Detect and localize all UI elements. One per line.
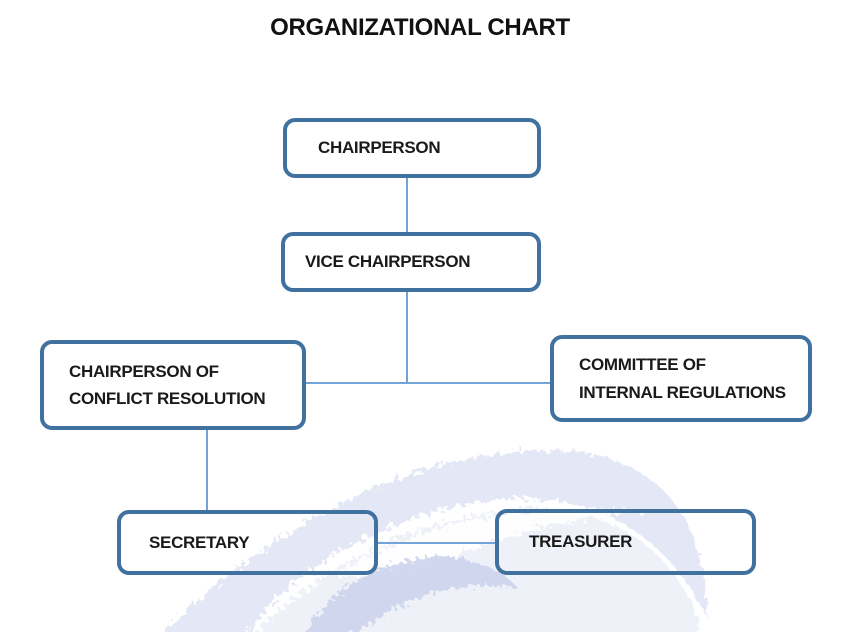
node-conflict-resolution-label: CHAIRPERSON OF CONFLICT RESOLUTION (69, 361, 266, 408)
connector-chairperson-vice (406, 178, 408, 232)
node-treasurer: TREASURER (495, 509, 756, 575)
page-title: ORGANIZATIONAL CHART (270, 14, 570, 41)
connector-conflict-committee (306, 382, 550, 384)
node-vice-chairperson: VICE CHAIRPERSON (281, 232, 541, 292)
node-committee-of-internal-regulations: COMMITTEE OF INTERNAL REGULATIONS (550, 335, 812, 422)
connector-conflict-secretary (206, 430, 208, 510)
node-secretary: SECRETARY (117, 510, 378, 575)
node-chairperson-label: CHAIRPERSON (318, 138, 441, 158)
node-vice-chairperson-label: VICE CHAIRPERSON (305, 252, 471, 272)
connector-vice-stem (406, 292, 408, 384)
node-treasurer-label: TREASURER (529, 532, 633, 552)
connector-secretary-treasurer (378, 542, 495, 544)
node-internal-regulations-label: COMMITTEE OF INTERNAL REGULATIONS (579, 355, 786, 402)
node-chairperson: CHAIRPERSON (283, 118, 541, 178)
node-chairperson-of-conflict-resolution: CHAIRPERSON OF CONFLICT RESOLUTION (40, 340, 306, 430)
node-secretary-label: SECRETARY (149, 532, 250, 552)
